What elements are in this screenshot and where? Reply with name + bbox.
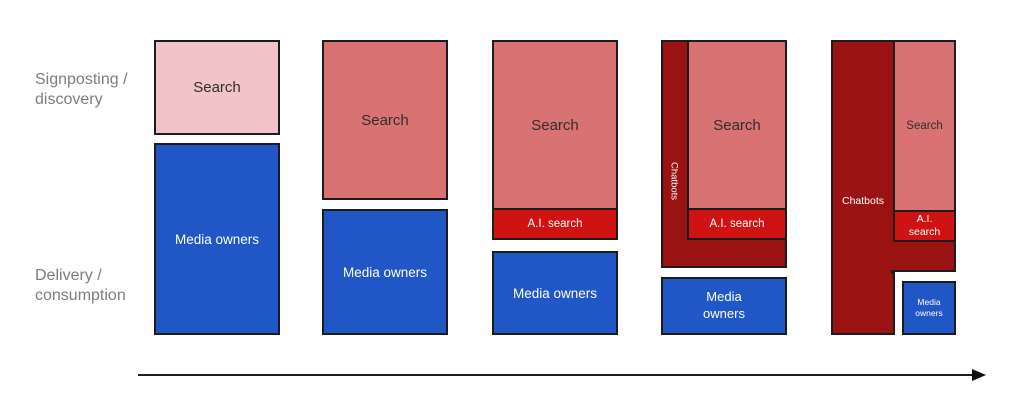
row-label-delivery-consumption: Delivery / consumption bbox=[35, 267, 126, 305]
stage5-search-ai-box: Search A.I. search bbox=[893, 40, 956, 242]
stage2-search-box: Search bbox=[322, 40, 448, 200]
row-label-signposting-discovery: Signposting / discovery bbox=[35, 71, 128, 109]
stage3-search-box: Search bbox=[494, 42, 616, 210]
stage4-search-label: Search bbox=[713, 116, 761, 134]
stage4-search-ai-box: Search A.I. search bbox=[687, 40, 787, 240]
stage5-chatbots-seam-patch bbox=[833, 266, 891, 276]
stage1-media-owners-label: Media owners bbox=[174, 231, 260, 247]
stage5-chatbots-label: Chatbots bbox=[841, 195, 885, 207]
timeline-arrow-line bbox=[138, 374, 974, 376]
stage5-ai-search-label: A.I. search bbox=[908, 213, 941, 238]
stage5-chatbots-box-lower bbox=[831, 272, 895, 335]
stage2-media-owners-box: Media owners bbox=[322, 209, 448, 335]
stage4-search-box: Search bbox=[689, 42, 785, 210]
stage4-ai-search-box: A.I. search bbox=[689, 210, 785, 238]
stage5-search-box: Search bbox=[895, 42, 954, 212]
stage4-media-owners-box: Media owners bbox=[661, 277, 787, 335]
stage2-search-label: Search bbox=[361, 111, 409, 129]
stage3-search-label: Search bbox=[531, 116, 579, 134]
stage3-media-owners-label: Media owners bbox=[512, 285, 598, 301]
stage3-media-owners-box: Media owners bbox=[492, 251, 618, 335]
stage5-media-owners-label: Media owners bbox=[915, 296, 943, 318]
stage1-search-label: Search bbox=[193, 79, 241, 96]
stage5-ai-search-box: A.I. search bbox=[895, 212, 954, 240]
stage4-chatbots-label: Chatbots bbox=[668, 161, 680, 201]
stage4-media-owners-label: Media owners bbox=[703, 289, 745, 321]
stage5-media-owners-box: Media owners bbox=[902, 281, 956, 335]
timeline-arrow-head-icon bbox=[972, 369, 986, 381]
stage3-ai-search-label: A.I. search bbox=[527, 218, 583, 230]
stage3-ai-search-box: A.I. search bbox=[494, 210, 616, 238]
stage5-search-label: Search bbox=[906, 120, 943, 132]
stage1-search-box: Search bbox=[154, 40, 280, 135]
stage4-ai-search-label: A.I. search bbox=[709, 218, 765, 230]
stage2-media-owners-label: Media owners bbox=[342, 264, 428, 280]
stage3-search-ai-box: Search A.I. search bbox=[492, 40, 618, 240]
stage1-media-owners-box: Media owners bbox=[154, 143, 280, 335]
